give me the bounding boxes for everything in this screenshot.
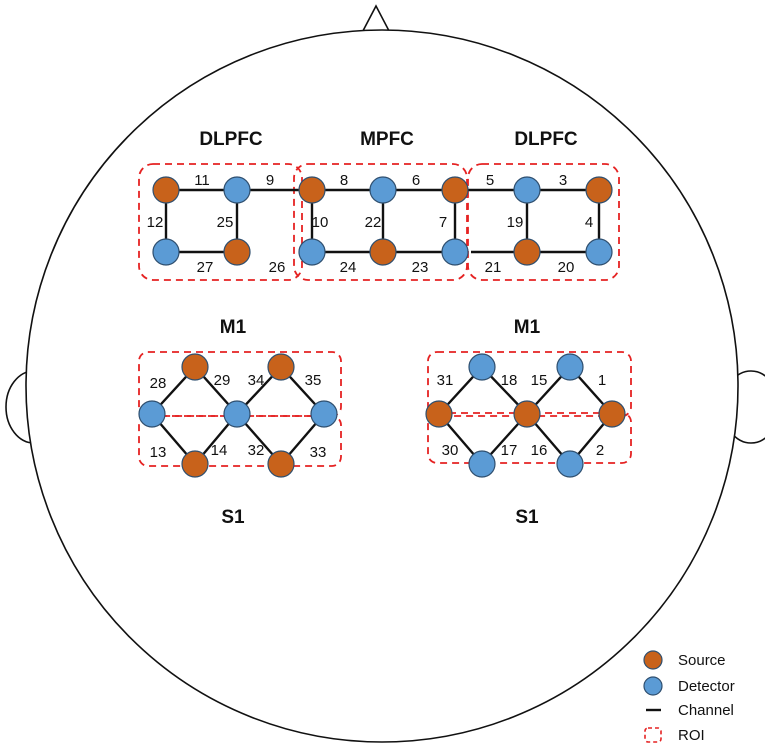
- source-optode: [152, 176, 180, 204]
- channel-label: 25: [217, 214, 234, 231]
- roi-box-s1-left: [138, 415, 342, 467]
- source-optode: [267, 450, 295, 478]
- roi-box-mpfc: [293, 163, 468, 281]
- source-optode: [181, 353, 209, 381]
- region-title-m1-right: M1: [514, 317, 541, 338]
- channel-label: 20: [558, 259, 575, 276]
- detector-optode: [468, 353, 496, 381]
- channel-label: 14: [211, 442, 228, 459]
- region-title-s1-right: S1: [515, 507, 539, 528]
- detector-optode: [152, 238, 180, 266]
- channel-label: 4: [585, 214, 593, 231]
- channel-label: 30: [442, 442, 459, 459]
- channel-label: 2: [596, 442, 604, 459]
- detector-optode: [556, 450, 584, 478]
- channel-label: 28: [150, 375, 167, 392]
- source-optode: [298, 176, 326, 204]
- source-optodes: [152, 176, 626, 478]
- channel-label: 5: [486, 172, 494, 189]
- channel-label: 1: [598, 372, 606, 389]
- legend-roi-label: ROI: [678, 727, 705, 744]
- source-optode: [369, 238, 397, 266]
- legend-detector-label: Detector: [678, 678, 735, 695]
- detector-optode: [513, 176, 541, 204]
- channel-label: 29: [214, 372, 231, 389]
- region-title-dlpfc-right: DLPFC: [514, 129, 578, 150]
- source-optode: [223, 238, 251, 266]
- detector-optode: [585, 238, 613, 266]
- region-titles: DLPFC MPFC DLPFC M1 M1 S1 S1: [199, 129, 578, 528]
- channel-label: 18: [501, 372, 518, 389]
- head-outline: [5, 4, 765, 743]
- channel-label: 26: [269, 259, 286, 276]
- source-optode: [425, 400, 453, 428]
- legend-source-icon: [643, 650, 663, 670]
- roi-box-s1-right: [427, 412, 632, 464]
- channel-label: 9: [266, 172, 274, 189]
- detector-optode: [468, 450, 496, 478]
- channel-label: 12: [147, 214, 164, 231]
- roi-box-dlpfc-right: [467, 163, 620, 281]
- channel-label: 8: [340, 172, 348, 189]
- detector-optode: [441, 238, 469, 266]
- source-optode: [513, 400, 541, 428]
- detector-optode: [369, 176, 397, 204]
- channel-label: 21: [485, 259, 502, 276]
- channel-label: 33: [310, 444, 327, 461]
- channel-label: 34: [248, 372, 265, 389]
- source-optode: [513, 238, 541, 266]
- channel-label: 15: [531, 372, 548, 389]
- legend-detector-icon: [643, 676, 663, 696]
- detector-optode: [310, 400, 338, 428]
- channel-label: 22: [365, 214, 382, 231]
- legend: Source Detector Channel ROI: [643, 650, 735, 744]
- legend-source-label: Source: [678, 652, 726, 669]
- detector-optode: [223, 400, 251, 428]
- channel-label: 23: [412, 259, 429, 276]
- channel-label: 19: [507, 214, 524, 231]
- source-optode: [585, 176, 613, 204]
- head-circle: [25, 29, 739, 743]
- channel-label: 6: [412, 172, 420, 189]
- source-optode: [441, 176, 469, 204]
- channel-label: 16: [531, 442, 548, 459]
- source-optode: [598, 400, 626, 428]
- legend-channel-label: Channel: [678, 702, 734, 719]
- region-title-s1-left: S1: [221, 507, 245, 528]
- legend-roi-icon: [644, 727, 662, 743]
- channel-labels: 11 9 8 6 5 3 12 25 10 22 7 19 4 27 26 24…: [147, 172, 607, 461]
- source-optode: [181, 450, 209, 478]
- channel-label: 35: [305, 372, 322, 389]
- channel-label: 3: [559, 172, 567, 189]
- detector-optode: [138, 400, 166, 428]
- detector-optode: [223, 176, 251, 204]
- detector-optode: [298, 238, 326, 266]
- source-optode: [267, 353, 295, 381]
- channel-label: 32: [248, 442, 265, 459]
- region-title-m1-left: M1: [220, 317, 247, 338]
- channel-label: 13: [150, 444, 167, 461]
- channel-label: 31: [437, 372, 454, 389]
- channel-label: 10: [312, 214, 329, 231]
- channel-label: 27: [197, 259, 214, 276]
- channel-label: 17: [501, 442, 518, 459]
- region-title-dlpfc-left: DLPFC: [199, 129, 263, 150]
- detector-optodes: [138, 176, 613, 478]
- region-title-mpfc: MPFC: [360, 129, 414, 150]
- detector-optode: [556, 353, 584, 381]
- channel-label: 7: [439, 214, 447, 231]
- channel-label: 24: [340, 259, 357, 276]
- channel-label: 11: [194, 172, 210, 189]
